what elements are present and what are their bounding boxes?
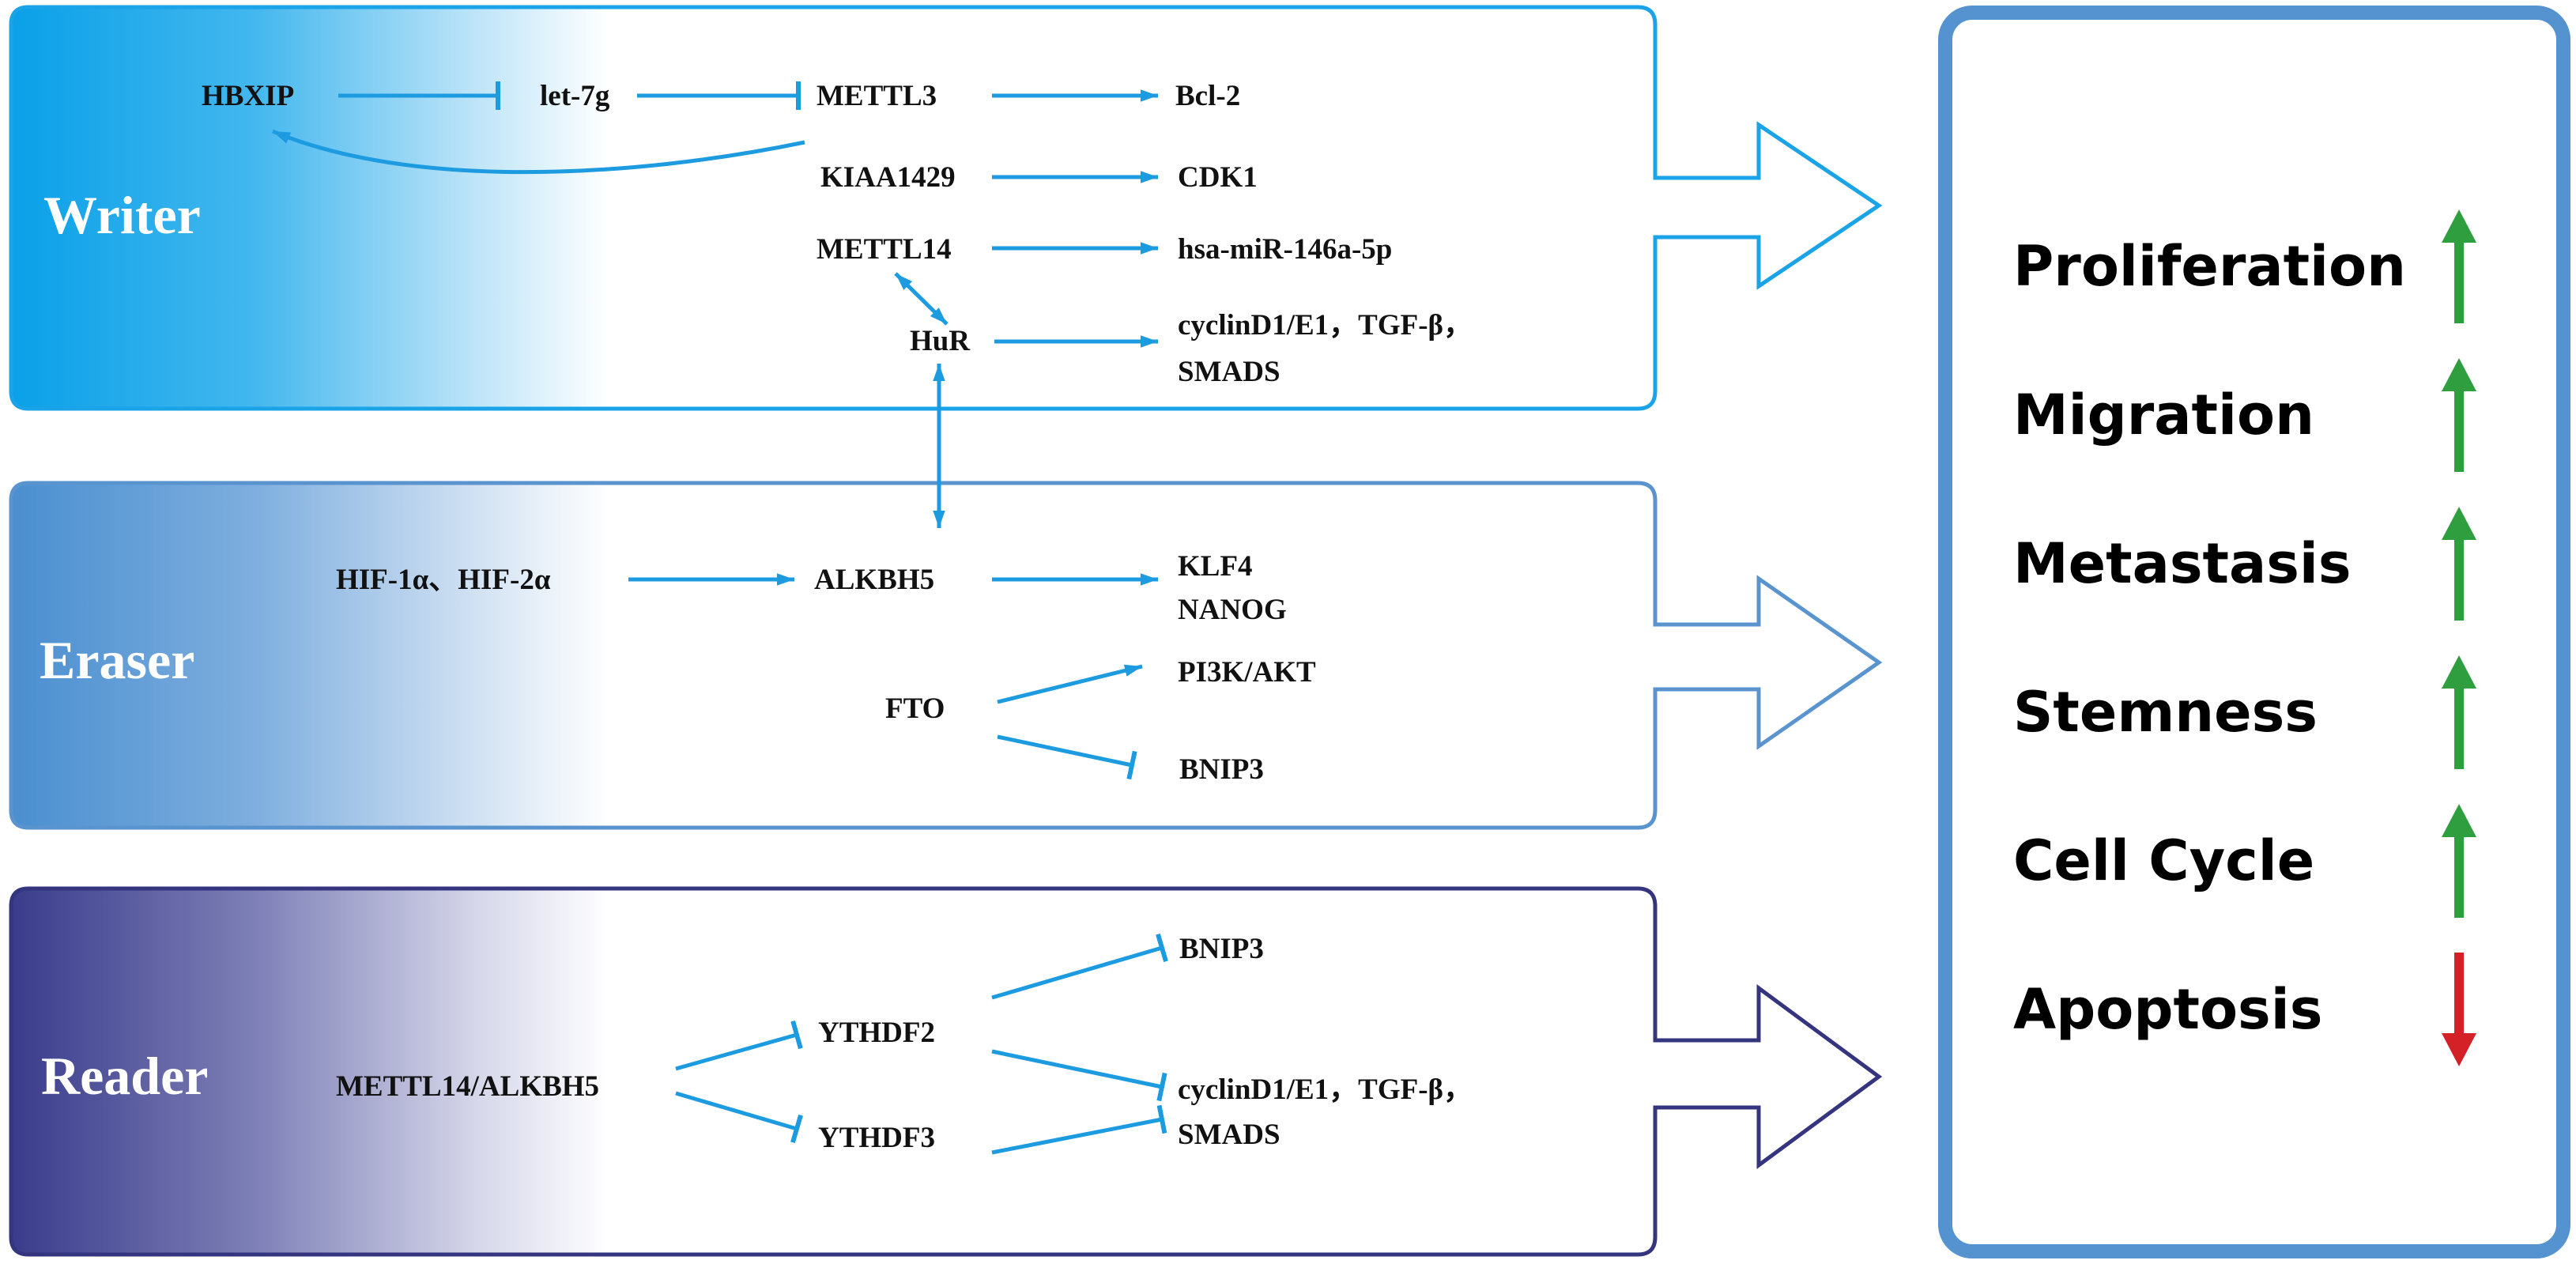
node-klf4: KLF4	[1178, 550, 1253, 583]
node-mettl3: METTL3	[817, 80, 937, 112]
arrow-mettl3-hbxip	[272, 129, 805, 175]
up-arrow-icon	[2442, 804, 2476, 918]
reader-box	[9, 886, 1883, 1257]
node-pi3k: PI3K/AKT	[1178, 656, 1316, 689]
node-cyclin-reader-line2: SMADS	[1178, 1119, 1280, 1151]
outcome-label-proliferation: Proliferation	[2013, 234, 2406, 299]
node-mir146: hsa-miR-146a-5p	[1178, 233, 1392, 266]
outcome-box	[1938, 6, 2570, 1258]
down-arrow-icon	[2442, 953, 2476, 1066]
node-bcl2: Bcl-2	[1175, 80, 1240, 112]
node-bnip3-reader: BNIP3	[1179, 933, 1264, 965]
outcome-label-cell-cycle: Cell Cycle	[2013, 828, 2314, 893]
inhibit-ythdf2-bnip3	[991, 933, 1168, 1000]
up-arrow-icon	[2442, 209, 2476, 323]
outcome-panel: ProliferationMigrationMetastasisStemness…	[1938, 6, 2570, 1258]
reader-panel: Reader METTL14/ALKBH5 YTHDF2 YTHDF3 BNIP…	[9, 886, 1883, 1257]
node-cdk1: CDK1	[1178, 161, 1258, 194]
writer-label: Writer	[43, 185, 201, 245]
reader-label: Reader	[41, 1046, 208, 1106]
up-arrow-icon	[2442, 507, 2476, 621]
node-cyclin-writer-line1: cyclinD1/E1，TGF-β，	[1178, 309, 1473, 341]
node-ythdf3: YTHDF3	[818, 1122, 935, 1154]
inhibit-mettl14-ythdf2	[675, 1020, 803, 1071]
node-hur: HuR	[910, 325, 971, 357]
node-bnip3-eraser: BNIP3	[1179, 753, 1264, 786]
node-kiaa1429: KIAA1429	[820, 161, 956, 194]
node-alkbh5: ALKBH5	[814, 564, 934, 596]
outcome-label-apoptosis: Apoptosis	[2013, 977, 2322, 1042]
outcome-list: ProliferationMigrationMetastasisStemness…	[2013, 209, 2476, 1066]
arrow-fto-pi3k	[997, 664, 1143, 704]
inhibit-ythdf3-cyclin	[991, 1104, 1167, 1155]
node-nanog: NANOG	[1178, 594, 1287, 626]
eraser-panel: Eraser HIF-1α、HIF-2α ALKBH5 KLF4 NANOG F…	[9, 364, 1883, 830]
eraser-label: Eraser	[40, 630, 194, 690]
inhibit-ythdf2-cyclin	[991, 1049, 1167, 1102]
inhibit-mettl14-ythdf3	[675, 1091, 803, 1144]
writer-box	[9, 5, 1883, 411]
node-hif: HIF-1α、HIF-2α	[336, 564, 551, 596]
node-cyclin-writer-line2: SMADS	[1178, 356, 1280, 388]
inhibit-fto-bnip3	[997, 734, 1137, 780]
node-fto: FTO	[885, 692, 945, 725]
outcome-label-stemness: Stemness	[2013, 680, 2318, 745]
node-let7g: let-7g	[540, 80, 610, 112]
node-mettl14-alkbh5: METTL14/ALKBH5	[336, 1070, 599, 1103]
node-ythdf2: YTHDF2	[818, 1017, 935, 1049]
up-arrow-icon	[2442, 655, 2476, 769]
up-arrow-icon	[2442, 358, 2476, 472]
writer-panel: Writer HBXIP let-7g METTL3 Bcl-2 KIAA142…	[9, 5, 1883, 411]
arrow-mettl14-hur	[894, 272, 949, 326]
node-mettl14: METTL14	[817, 233, 952, 266]
outcome-label-metastasis: Metastasis	[2013, 531, 2352, 596]
eraser-box	[9, 481, 1883, 830]
outcome-label-migration: Migration	[2013, 383, 2314, 447]
node-cyclin-reader-line1: cyclinD1/E1，TGF-β，	[1178, 1073, 1473, 1106]
node-hbxip: HBXIP	[202, 80, 294, 112]
